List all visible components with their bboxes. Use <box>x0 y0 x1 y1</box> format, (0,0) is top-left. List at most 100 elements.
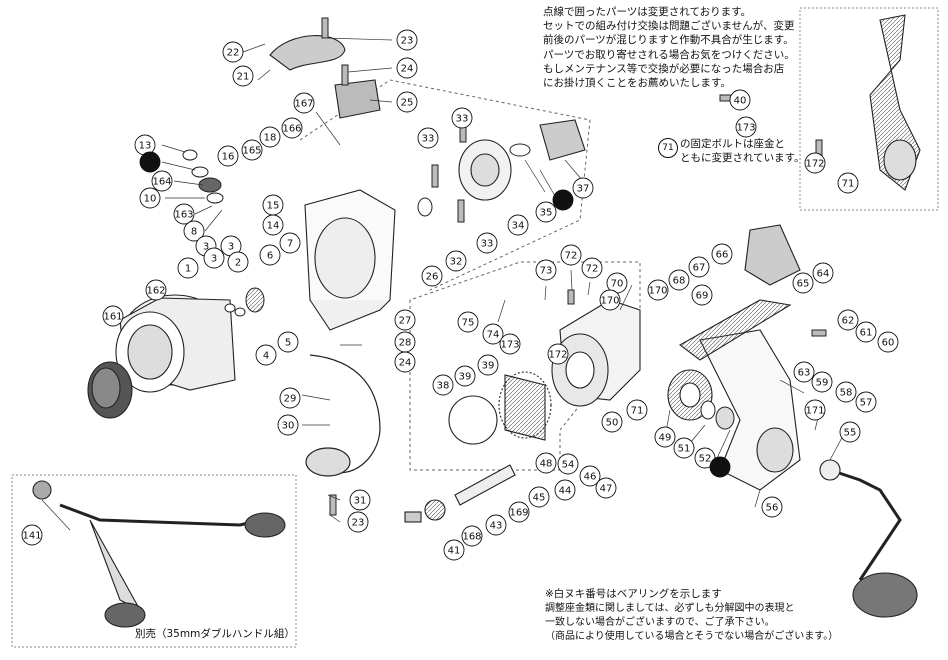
callout-label: 43 <box>490 521 503 532</box>
callout-label: 172 <box>805 159 824 170</box>
callout-label: 24 <box>399 358 412 369</box>
callout-67: 67 <box>688 256 710 278</box>
callout-label: 57 <box>860 398 873 409</box>
callout-24: 24 <box>394 351 416 373</box>
callout-label: 18 <box>264 133 277 144</box>
callout-37: 37 <box>572 177 594 199</box>
callout-58: 58 <box>835 381 857 403</box>
callout-32: 32 <box>445 250 467 272</box>
callout-label: 13 <box>139 141 152 152</box>
callout-label: 5 <box>285 338 291 349</box>
callout-label: 39 <box>482 361 495 372</box>
callout-label: 26 <box>426 272 439 283</box>
callout-1: 1 <box>177 257 199 279</box>
callout-47: 47 <box>595 477 617 499</box>
double-handle-inset <box>32 480 286 628</box>
callout-label: 35 <box>540 208 553 219</box>
callout-label: 64 <box>817 269 830 280</box>
callout-label: 169 <box>509 508 528 519</box>
callout-166: 166 <box>281 117 303 139</box>
callout-54: 54 <box>557 453 579 475</box>
callout-label: 170 <box>648 286 667 297</box>
callout-55: 55 <box>839 421 861 443</box>
callout-label: 3 <box>228 242 234 253</box>
callout-74: 74 <box>482 323 504 345</box>
callout-label: 1 <box>185 264 191 275</box>
callout-43: 43 <box>485 514 507 536</box>
callout-label: 4 <box>263 351 269 362</box>
callout-label: 164 <box>152 177 171 188</box>
callout-label: 47 <box>600 484 613 495</box>
callout-59: 59 <box>811 371 833 393</box>
callout-60: 60 <box>877 331 899 353</box>
callout-label: 58 <box>840 388 853 399</box>
callout-69: 69 <box>691 284 713 306</box>
callout-44: 44 <box>554 479 576 501</box>
callout-label: 37 <box>577 184 590 195</box>
stopper-lever <box>744 224 801 286</box>
callout-51: 51 <box>673 437 695 459</box>
callout-label: 60 <box>882 338 895 349</box>
callout-75: 75 <box>457 311 479 333</box>
oscillating-gear <box>448 371 552 445</box>
bearing-note: ※白ヌキ番号はベアリングを示します <box>545 588 722 600</box>
callout-73: 73 <box>535 259 557 281</box>
callout-172: 172 <box>547 343 569 365</box>
callout-48: 48 <box>535 452 557 474</box>
bail-arm <box>305 354 381 477</box>
callout-label: 2 <box>235 258 241 269</box>
callout-label: 14 <box>267 221 280 232</box>
callout-label: 70 <box>611 279 624 290</box>
callout-12: 12 <box>139 151 161 173</box>
callout-7: 7 <box>279 232 301 254</box>
single-handle <box>819 459 918 618</box>
callout-label: 165 <box>242 146 261 157</box>
handle-inset-frame <box>11 474 297 648</box>
callout-4: 4 <box>255 344 277 366</box>
callout-39: 39 <box>454 365 476 387</box>
callout-170: 170 <box>599 289 621 311</box>
callout-label: 29 <box>284 394 297 405</box>
callout-31: 31 <box>349 489 371 511</box>
callout-165: 165 <box>241 139 263 161</box>
callout-label: 71 <box>631 406 644 417</box>
callout-label: 25 <box>401 98 414 109</box>
callout-57: 57 <box>855 391 877 413</box>
callout-label: 10 <box>144 194 157 205</box>
callout-35: 35 <box>535 201 557 223</box>
callout-label: 162 <box>146 286 165 297</box>
callout-50: 50 <box>601 411 623 433</box>
callout-label: 166 <box>282 124 301 135</box>
callout-3: 3 <box>203 247 225 269</box>
callout-141: 141 <box>21 524 43 546</box>
callout-40: 40 <box>729 89 751 111</box>
callout-label: 33 <box>481 239 494 250</box>
bail-top-cap <box>269 35 381 119</box>
callout-label: 172 <box>548 350 567 361</box>
callout-61: 61 <box>855 321 877 343</box>
callout-25: 25 <box>396 91 418 113</box>
callout-label: 173 <box>500 340 519 351</box>
callout-label: 54 <box>562 460 575 471</box>
spool-cap <box>87 361 133 419</box>
callout-label: 163 <box>174 210 193 221</box>
parts-change-note: 点線で囲ったパーツは変更されております。 セットでの組み付け交換は問題ございませ… <box>543 6 795 90</box>
callout-label: 168 <box>462 532 481 543</box>
callout-62: 62 <box>837 309 859 331</box>
callout-26: 26 <box>421 265 443 287</box>
bolt-71-note: の固定ボルトは座金と ともに変更されています。 <box>680 138 805 165</box>
callout-170: 170 <box>647 279 669 301</box>
callout-38: 38 <box>432 374 454 396</box>
callout-label: 71 <box>842 179 855 190</box>
callout-2: 2 <box>227 251 249 273</box>
callout-6: 6 <box>259 244 281 266</box>
callout-33: 33 <box>417 127 439 149</box>
washers <box>182 143 735 430</box>
callout-label: 46 <box>584 472 597 483</box>
callout-label: 27 <box>399 316 412 327</box>
callout-label: 3 <box>203 242 209 253</box>
callout-23: 23 <box>347 511 369 533</box>
callout-label: 36 <box>556 196 570 207</box>
callout-label: 50 <box>606 418 619 429</box>
callout-label: 63 <box>798 368 811 379</box>
